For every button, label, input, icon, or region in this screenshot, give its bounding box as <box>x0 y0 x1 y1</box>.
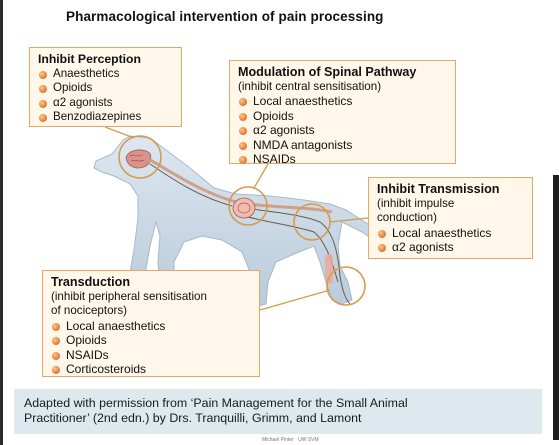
bullet-icon <box>52 322 60 331</box>
bullet-icon <box>239 156 247 164</box>
bullet-icon <box>239 127 247 135</box>
transduction-box: Transduction (inhibit peripheral sensiti… <box>42 270 260 377</box>
inhibit-perception-box: Inhibit Perception Anaesthetics Opioids … <box>29 47 182 127</box>
list-item: Anaesthetics <box>38 67 175 82</box>
caption-line-2: Practitioner’ (2nd edn.) by Drs. Tranqui… <box>24 411 362 425</box>
spinal-modulation-subtitle: (inhibit central sensitisation) <box>238 79 382 93</box>
bullet-icon <box>378 244 386 252</box>
brain-illustration <box>125 149 152 169</box>
bullet-icon <box>52 337 60 345</box>
bullet-icon <box>39 114 47 123</box>
inhibit-transmission-subtitle-line2: conduction) <box>377 211 437 224</box>
spinal-cross-section <box>232 197 256 219</box>
bullet-icon <box>378 229 386 238</box>
caption-line-1: Adapted with permission from ‘Pain Manag… <box>24 396 408 410</box>
transduction-subtitle-line1: (inhibit peripheral sensitisation <box>51 289 207 303</box>
list-item: Benzodiazepines <box>38 110 175 125</box>
inhibit-transmission-box: Inhibit Transmission (inhibit impulse co… <box>368 177 533 259</box>
list-item: α2 agonists <box>38 96 175 111</box>
bullet-icon <box>239 98 247 106</box>
list-item: Local anaesthetics <box>51 319 253 334</box>
callout-connectors <box>104 126 369 311</box>
list-item: NSAIDs <box>51 348 253 363</box>
list-item: Opioids <box>38 81 175 96</box>
left-frame-edge <box>0 0 3 445</box>
callout-ring-paw <box>326 266 366 306</box>
list-item: Local anaesthetics <box>377 226 526 241</box>
callout-ring-spinal <box>228 186 268 226</box>
diagram-title: Pharmacological intervention of pain pro… <box>66 9 384 24</box>
footer-watermark: Michael Pinter · UW SVM <box>262 437 319 443</box>
bullet-icon <box>52 366 60 374</box>
list-item: α2 agonists <box>377 240 526 255</box>
spinal-modulation-heading: Modulation of Spinal Pathway <box>238 65 417 79</box>
bullet-icon <box>39 99 47 108</box>
list-item: Opioids <box>51 333 253 348</box>
bullet-icon <box>39 70 47 79</box>
list-item: Corticosteroids <box>51 362 253 377</box>
bullet-icon <box>52 351 60 360</box>
right-frame-edge <box>553 175 559 440</box>
inhibit-transmission-heading: Inhibit Transmission <box>377 182 500 196</box>
bullet-icon <box>239 141 247 150</box>
bullet-icon <box>239 112 247 121</box>
inhibit-transmission-subtitle-line1: (inhibit impulse <box>377 196 455 210</box>
list-item: NMDA antagonists <box>238 138 449 153</box>
list-item: Local anaesthetics <box>238 94 449 109</box>
list-item: Opioids <box>238 109 449 124</box>
inhibit-perception-heading: Inhibit Perception <box>38 52 141 66</box>
spinal-modulation-box: Modulation of Spinal Pathway (inhibit ce… <box>229 60 456 167</box>
bullet-icon <box>39 85 47 94</box>
limb-muscle <box>325 254 333 284</box>
transduction-subtitle-line2: of nociceptors) <box>51 304 128 317</box>
attribution-caption: Adapted with permission from ‘Pain Manag… <box>14 389 542 434</box>
transduction-heading: Transduction <box>51 275 131 289</box>
list-item: NSAIDs <box>238 152 449 167</box>
list-item: α2 agonists <box>238 123 449 138</box>
callout-ring-brain <box>118 135 162 179</box>
